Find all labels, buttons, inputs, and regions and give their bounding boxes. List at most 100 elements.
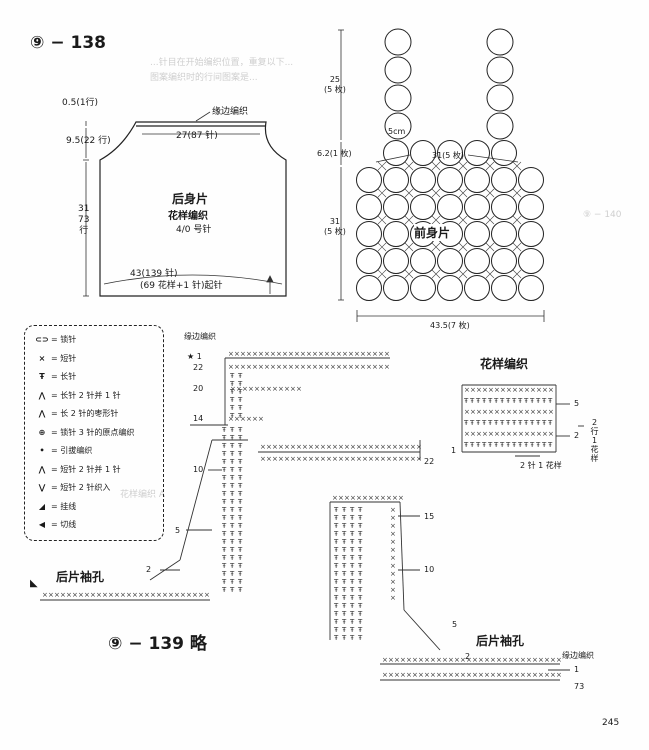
stitch-mark: × [494,386,500,394]
stitch-mark: Ŧ [505,419,511,427]
stitch-mark: Ŧ [229,586,235,594]
stitch-mark: Ŧ [229,578,235,586]
stitch-mark: Ŧ [229,412,235,420]
motif-circle [437,140,463,166]
stitch-mark: × [198,591,204,599]
back-edge-label: 缘边编织 [212,107,249,117]
back-piece-outline [99,121,287,297]
legend-item: ⋁= 短针 2 针织入 [33,482,111,493]
front-bottom-width: 43.5(7 枚) [430,321,470,330]
back-top-width: 27(87 针) [176,131,218,141]
stitch-mark: × [490,671,496,679]
back-piece-needle: 4/0 号针 [176,225,212,235]
stitch-mark: × [228,350,234,358]
stitch-mark: × [270,363,276,371]
stitch-mark: × [460,656,466,664]
stitch-mark: × [294,350,300,358]
join-mark [458,242,468,252]
stitch-mark: Ŧ [463,397,469,405]
stitch-mark: × [538,656,544,664]
stitch-mark: Ŧ [357,570,363,578]
page-number: 245 [602,718,620,728]
stitch-mark: Ŧ [333,530,339,538]
back-body-height-cm: 31 [78,204,90,214]
stitch-mark: Ŧ [349,594,355,602]
stitch-mark: × [296,455,302,463]
right-chart-row-15: 15 [424,512,435,521]
stitch-mark: Ŧ [341,618,347,626]
stitch-mark: Ŧ [229,426,235,434]
stitch-mark: × [330,350,336,358]
stitch-mark: Ŧ [511,419,517,427]
motif-circle [356,167,382,193]
front-body-height: 31 (5 枚) [324,217,346,237]
stitch-mark: × [374,443,380,451]
stitch-mark: × [418,671,424,679]
stitch-mark: × [482,430,488,438]
stitch-mark: × [272,385,278,393]
right-chart-row-73: 73 [574,682,585,691]
stitch-mark: × [360,363,366,371]
stitch-mark: Ŧ [341,538,347,546]
stitch-mark: × [264,350,270,358]
right-chart-row-2: 2 [465,652,471,661]
stitch-mark: × [308,443,314,451]
legend-text: = 短针 [51,353,77,363]
stitch-mark: Ŧ [487,419,493,427]
stitch-mark: × [514,656,520,664]
join-mark [458,161,468,171]
stitch-mark: × [54,591,60,599]
stitch-mark: Ŧ [341,562,347,570]
legend-item: ⊕ = 锁针 3 针的原点编织 [33,427,135,438]
stitch-mark: × [344,455,350,463]
stitch-mark: Ŧ [229,474,235,482]
stitch-mark: × [508,656,514,664]
stitch-mark: × [482,408,488,416]
pattern-chart-title: 花样编织 [480,357,529,371]
stitch-mark: Ŧ [229,434,235,442]
stitch-mark: × [114,591,120,599]
stitch-mark: Ŧ [523,441,529,449]
stitch-mark: × [390,586,396,594]
stitch-mark: × [324,350,330,358]
stitch-mark: Ŧ [229,506,235,514]
stitch-mark: × [524,430,530,438]
join-mark [512,269,522,279]
join-mark [377,269,387,279]
stitch-mark: × [500,386,506,394]
legend-symbol-icon: ⋀ [38,464,46,474]
join-mark [431,215,441,225]
join-mark [404,161,414,171]
stitch-mark: × [512,408,518,416]
stitch-mark: Ŧ [229,538,235,546]
stitch-mark: Ŧ [237,570,243,578]
stitch-mark: Ŧ [341,554,347,562]
stitch-mark: Ŧ [341,602,347,610]
stitch-mark: × [424,671,430,679]
left-chart-row-14: 14 [193,414,204,423]
stitch-mark: × [418,656,424,664]
stitch-mark: × [406,671,412,679]
stitch-mark: Ŧ [357,602,363,610]
stitch-mark: Ŧ [469,441,475,449]
stitch-mark: Ŧ [237,586,243,594]
stitch-mark: × [392,443,398,451]
stitch-mark: Ŧ [229,498,235,506]
stitch-mark: Ŧ [221,426,227,434]
stitch-mark: × [242,385,248,393]
stitch-mark: Ŧ [499,441,505,449]
stitch-mark: Ŧ [349,506,355,514]
stitch-mark: × [390,562,396,570]
stitch-mark: Ŧ [229,570,235,578]
legend-item: Ŧ= 长针 [33,371,76,382]
legend-item: ⋀= 长针 2 针并 1 针 [33,390,121,401]
join-mark [404,215,414,225]
stitch-mark: × [108,591,114,599]
stitch-mark: × [278,455,284,463]
legend-text: = 锁针 3 针的原点编织 [51,427,135,437]
legend-symbol-icon: ⊕ [38,427,46,437]
stitch-mark: × [488,408,494,416]
stitch-mark: × [326,443,332,451]
motif-circle [410,194,436,220]
stitch-mark: × [338,443,344,451]
